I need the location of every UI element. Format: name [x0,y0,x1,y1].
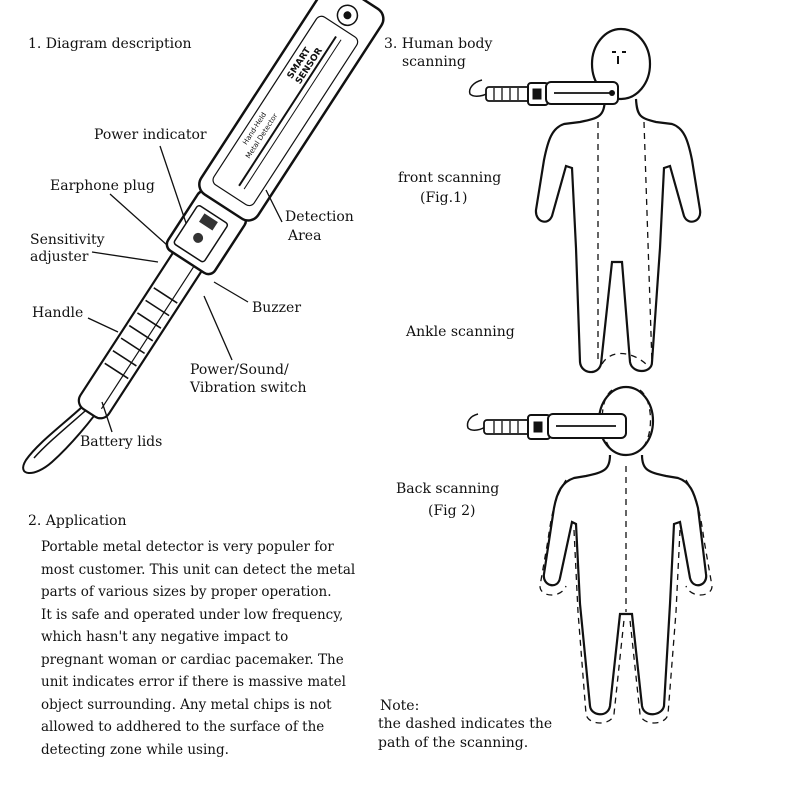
label-detection-2: Area [288,228,322,244]
label-battery-lids: Battery lids [80,434,163,450]
detector-body: SMART SENSOR Hand-Held Metal Detector [77,0,385,420]
application-line: most customer. This unit can detect the … [41,561,356,578]
application-line: object surrounding. Any metal chips is n… [41,696,332,713]
label-switch-1: Power/Sound/ [190,362,289,378]
label-handle: Handle [32,305,84,321]
application-line: allowed to addhered to the surface of th… [41,719,325,735]
label-front-scanning: front scanning [398,170,502,186]
small-detector-back [466,413,627,440]
label-detection-1: Detection [285,209,354,225]
note-title: Note: [380,698,420,714]
label-sensitivity-2: adjuster [30,249,89,265]
small-detector-front [468,79,619,106]
section-human-heading-2: scanning [402,54,466,70]
label-power-indicator: Power indicator [94,127,207,143]
note-line-2: path of the scanning. [378,735,529,751]
application-paragraph: Portable metal detector is very populer … [41,536,355,761]
lanyard [22,391,105,474]
label-back-scanning: Back scanning [396,481,500,497]
application-line: parts of various sizes by proper operati… [41,584,332,600]
label-fig2: (Fig 2) [428,503,476,519]
label-fig1: (Fig.1) [420,190,468,206]
section-human-heading-1: 3. Human body [384,36,493,52]
note-line-1: the dashed indicates the [378,716,553,732]
application-line: detecting zone while using. [41,741,229,758]
application-line: pregnant woman or cardiac pacemaker. The [41,651,344,668]
application-line: It is safe and operated under low freque… [41,606,344,623]
label-ankle-scanning: Ankle scanning [406,324,515,340]
section-diagram-heading: 1. Diagram description [28,36,192,52]
label-buzzer: Buzzer [252,300,302,316]
label-earphone-plug: Earphone plug [50,178,155,194]
front-figure [534,27,702,374]
application-line: Portable metal detector is very populer … [41,539,334,555]
section-application-heading: 2. Application [28,513,127,529]
application-line: which hasn't any negative impact to [41,629,289,645]
back-scan-path [539,389,713,724]
label-sensitivity-1: Sensitivity [30,232,105,248]
application-line: unit indicates error if there is massive… [41,674,346,690]
front-scan-path [597,121,653,365]
label-switch-2: Vibration switch [190,380,307,396]
